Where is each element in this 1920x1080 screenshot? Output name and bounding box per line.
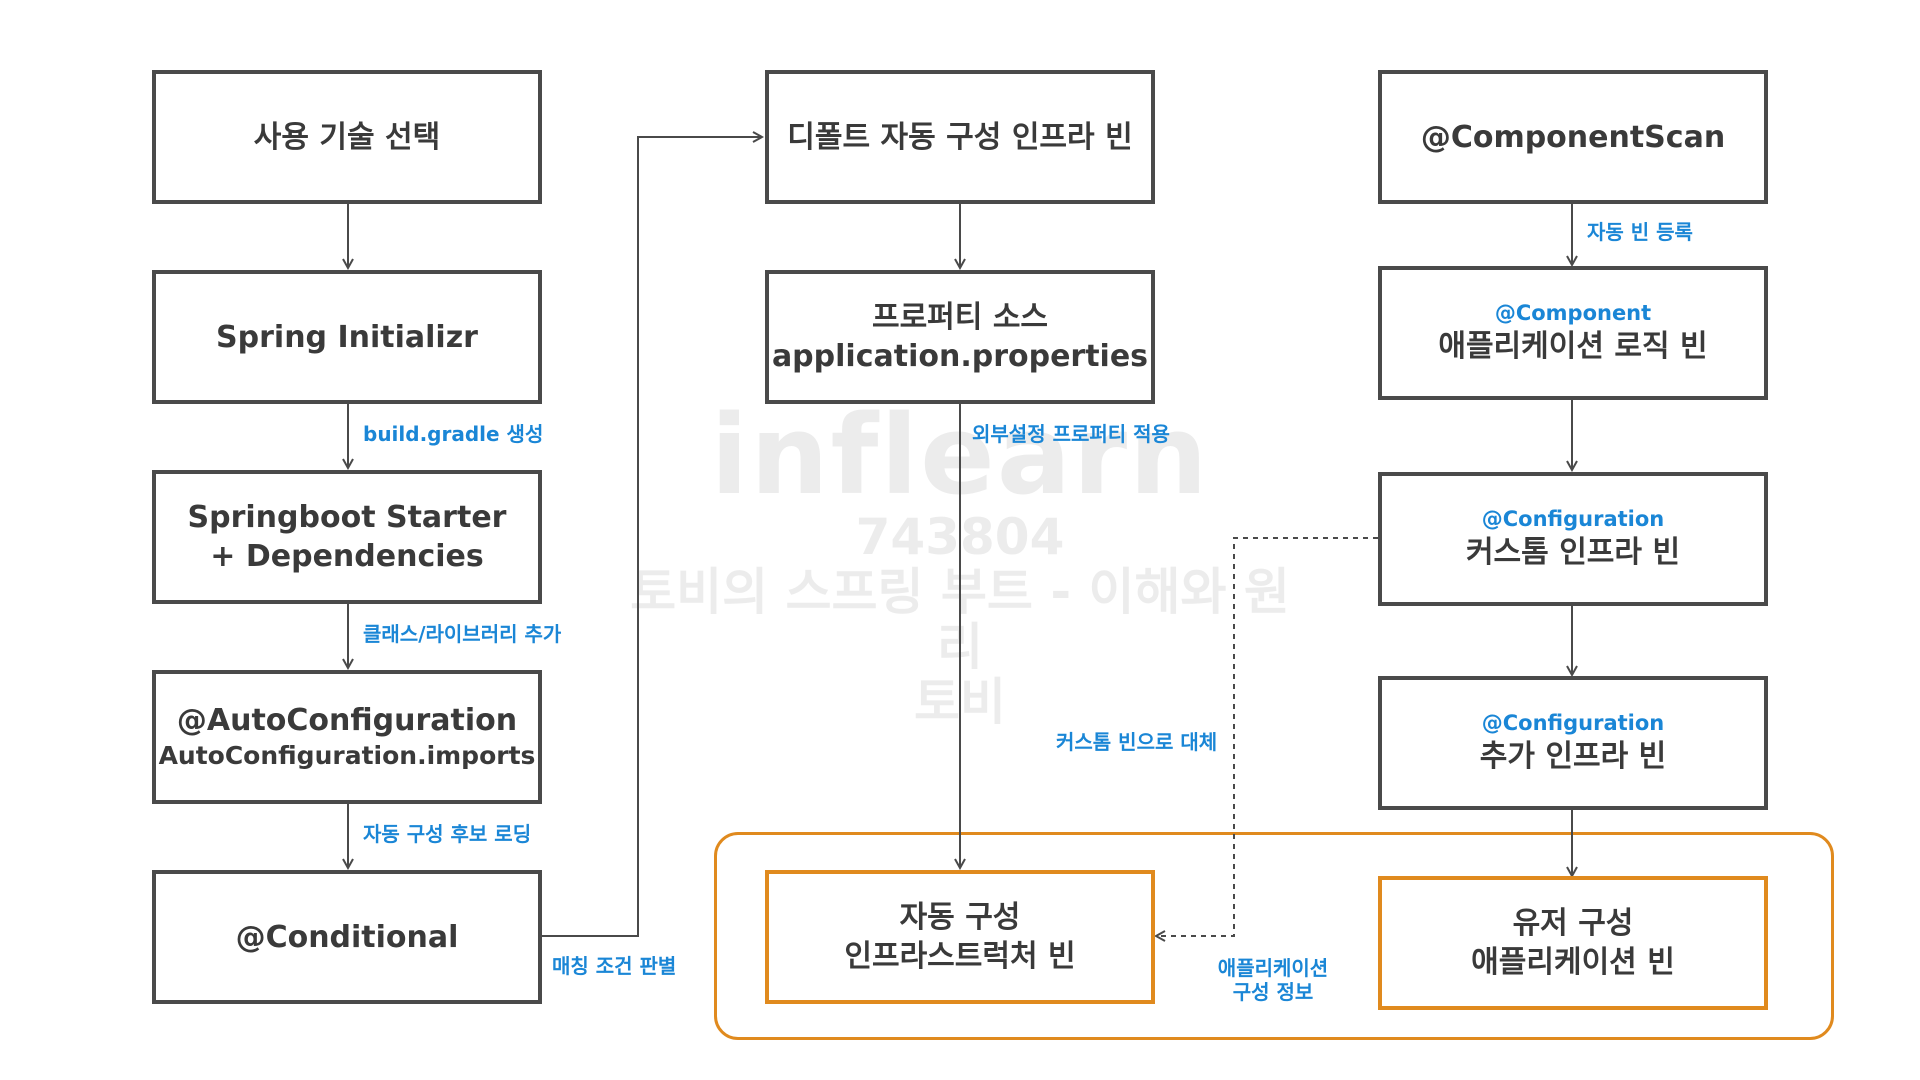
default-infra-box: 디폴트 자동 구성 인프라 빈 — [765, 70, 1155, 204]
watermark-code: 743804 — [855, 508, 1065, 566]
conditional-text: @Conditional — [235, 919, 459, 955]
spring-initializr-box: Spring Initializr — [152, 270, 542, 404]
label-app-config: 애플리케이션 구성 정보 — [1208, 956, 1338, 1004]
watermark-author: 토비 — [914, 673, 1006, 731]
label-auto-register: 자동 빈 등록 — [1587, 220, 1693, 244]
property-source-box: 프로퍼티 소스 application.properties — [765, 270, 1155, 404]
watermark-course: 토비의 스프링 부트 - 이해와 원리 — [630, 563, 1290, 676]
label-replace-custom: 커스톰 빈으로 대체 — [1056, 730, 1218, 754]
property-line2: application.properties — [771, 339, 1149, 374]
component-scan-box: @ComponentScan — [1378, 70, 1768, 204]
conditional-box: @Conditional — [152, 870, 542, 1004]
starter-line1: Springboot Starter — [187, 500, 507, 535]
auto-infra-bean-box: 자동 구성 인프라스트럭처 빈 — [765, 870, 1155, 1004]
label-app-config-line1: 애플리케이션 — [1217, 956, 1329, 980]
tech-select-box: 사용 기술 선택 — [152, 70, 542, 204]
autoconfig-sub-text: AutoConfiguration.imports — [158, 741, 536, 771]
component-scan-text: @ComponentScan — [1420, 119, 1726, 155]
label-load-candidates: 자동 구성 후보 로딩 — [363, 822, 532, 846]
default-infra-text: 디폴트 자동 구성 인프라 빈 — [787, 119, 1133, 155]
custom-infra-text: 커스톰 인프라 빈 — [1465, 535, 1681, 571]
app-logic-text: 애플리케이션 로직 빈 — [1438, 329, 1708, 365]
user-config-bean-box: 유저 구성 애플리케이션 빈 — [1378, 876, 1768, 1010]
label-app-config-line2: 구성 정보 — [1232, 980, 1314, 1004]
arrow-conditional-to-default — [542, 137, 762, 937]
custom-infra-bean-box: @Configuration 커스톰 인프라 빈 — [1378, 472, 1768, 606]
label-matching: 매칭 조건 판별 — [552, 954, 677, 978]
label-add-class: 클래스/라이브러리 추가 — [363, 622, 562, 646]
label-build-gradle: build.gradle 생성 — [363, 422, 544, 446]
user-config-line2: 애플리케이션 빈 — [1471, 945, 1675, 980]
app-logic-bean-box: @Component 애플리케이션 로직 빈 — [1378, 266, 1768, 400]
springboot-starter-box: Springboot Starter + Dependencies — [152, 470, 542, 604]
auto-infra-line1: 자동 구성 — [899, 900, 1021, 935]
auto-infra-line2: 인프라스트럭처 빈 — [844, 939, 1076, 974]
custom-infra-tag: @Configuration — [1481, 506, 1665, 531]
spring-initializr-text: Spring Initializr — [216, 319, 478, 355]
extra-infra-bean-box: @Configuration 추가 인프라 빈 — [1378, 676, 1768, 810]
watermark: inflearn 743804 토비의 스프링 부트 - 이해와 원리 토비 — [620, 400, 1300, 730]
tech-select-text: 사용 기술 선택 — [253, 119, 441, 155]
label-external-props: 외부설정 프로퍼티 적용 — [972, 422, 1170, 446]
component-tag: @Component — [1494, 300, 1652, 325]
watermark-logo: inflearn — [710, 391, 1210, 519]
autoconfig-main-text: @AutoConfiguration — [176, 703, 518, 739]
user-config-line1: 유저 구성 — [1512, 906, 1634, 941]
autoconfiguration-box: @AutoConfiguration AutoConfiguration.imp… — [152, 670, 542, 804]
property-line1: 프로퍼티 소스 — [871, 300, 1049, 335]
extra-infra-tag: @Configuration — [1481, 710, 1665, 735]
extra-infra-text: 추가 인프라 빈 — [1479, 739, 1667, 775]
starter-line2: + Dependencies — [210, 539, 484, 574]
